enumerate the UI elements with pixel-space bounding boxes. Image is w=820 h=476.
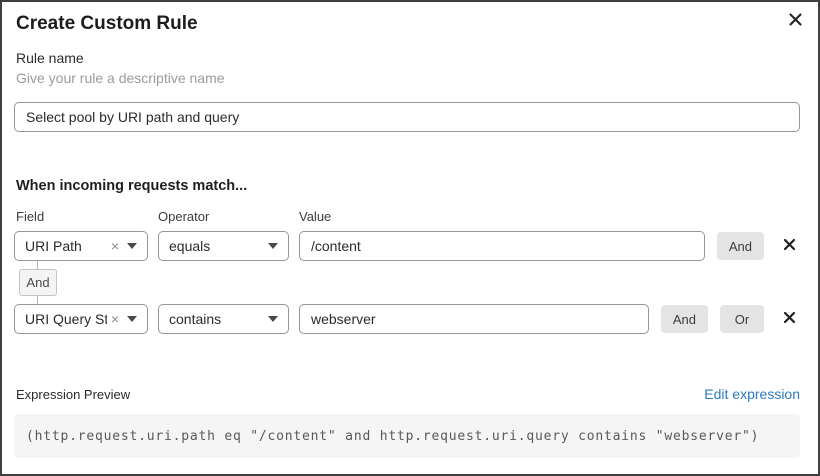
close-icon (788, 12, 803, 30)
clear-icon[interactable]: × (110, 238, 119, 254)
chevron-down-icon (268, 316, 278, 322)
value-input[interactable] (299, 304, 649, 334)
expression-preview-header: Expression Preview Edit expression (16, 386, 800, 404)
field-select-value: URI Path (25, 238, 82, 254)
operator-select[interactable]: equals (158, 231, 289, 261)
expression-code: (http.request.uri.path eq "/content" and… (26, 429, 760, 444)
edit-expression-link[interactable]: Edit expression (704, 386, 800, 402)
field-column-label: Field (16, 209, 45, 224)
operator-select[interactable]: contains (158, 304, 289, 334)
connector-line (37, 296, 38, 304)
operator-select-value: contains (169, 311, 222, 327)
remove-condition-button[interactable] (778, 235, 800, 257)
remove-icon (783, 238, 796, 254)
and-connector-badge: And (19, 269, 57, 296)
rule-name-input[interactable] (14, 102, 800, 132)
field-select-value: URI Query St... (25, 311, 107, 327)
condition-column-headers: Field Operator Value (16, 209, 800, 225)
chevron-down-icon (268, 243, 278, 249)
connector-line (37, 261, 38, 269)
value-input[interactable] (299, 231, 705, 261)
condition-row: URI Query St... × contains And Or (14, 304, 800, 334)
clear-icon[interactable]: × (110, 311, 119, 327)
rule-name-label: Rule name (16, 50, 84, 66)
condition-row: URI Path × equals And (14, 231, 800, 261)
remove-icon (783, 311, 796, 327)
expression-code-box: (http.request.uri.path eq "/content" and… (14, 414, 800, 458)
expression-preview-label: Expression Preview (16, 387, 131, 402)
remove-condition-button[interactable] (778, 308, 800, 330)
rule-name-helper: Give your rule a descriptive name (16, 70, 225, 86)
value-column-label: Value (299, 209, 332, 224)
page-title: Create Custom Rule (16, 13, 198, 34)
field-select[interactable]: URI Query St... × (14, 304, 148, 334)
chevron-down-icon (127, 316, 137, 322)
operator-column-label: Operator (158, 209, 210, 224)
close-button[interactable] (784, 10, 806, 32)
and-button[interactable]: And (716, 232, 764, 260)
condition-connector: And (16, 261, 800, 304)
field-select[interactable]: URI Path × (14, 231, 148, 261)
operator-select-value: equals (169, 238, 211, 254)
chevron-down-icon (127, 243, 137, 249)
match-section-heading: When incoming requests match... (16, 178, 248, 194)
and-button[interactable]: And (660, 305, 708, 333)
or-button[interactable]: Or (720, 305, 764, 333)
